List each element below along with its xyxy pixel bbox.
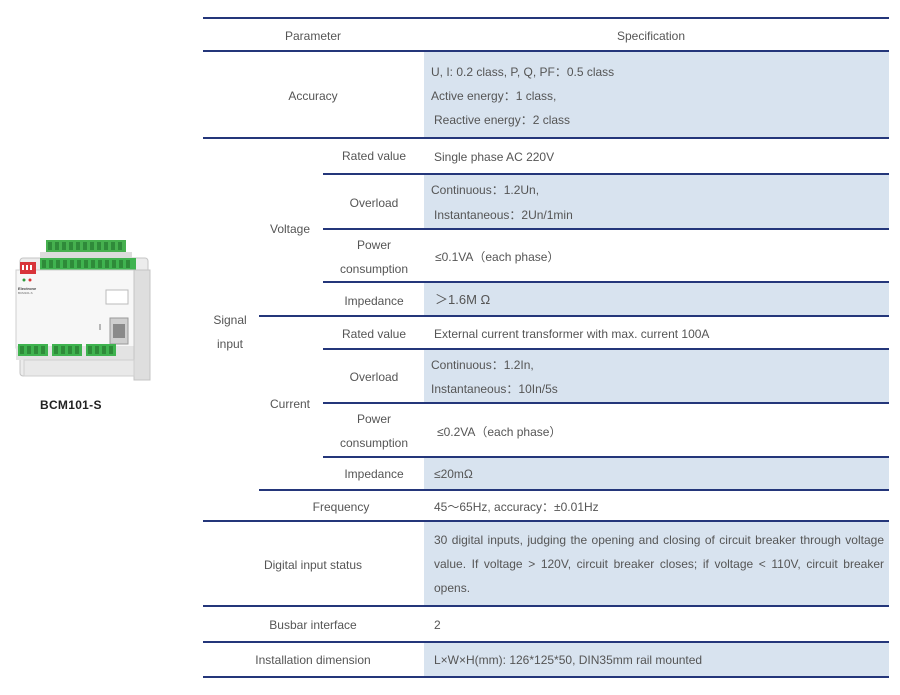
shade-current-overload [424, 350, 889, 402]
current-impedance-label: Impedance [344, 467, 404, 481]
rule-c-rated [323, 348, 889, 350]
rule-accuracy [203, 137, 889, 139]
voltage-overload-label: Overload [349, 196, 399, 210]
signal-input-label-2: input [216, 337, 244, 351]
voltage-rated-label: Rated value [341, 149, 407, 163]
current-impedance-value: ≤20mΩ [434, 467, 473, 481]
digital-input-label: Digital input status [263, 558, 363, 572]
device-brand-text: Electrone [18, 286, 37, 291]
busbar-label: Busbar interface [269, 618, 357, 632]
voltage-power-value: ≤0.1VA（each phase） [435, 250, 560, 264]
voltage-impedance-label: Impedance [344, 294, 404, 308]
rule-c-overload [323, 402, 889, 404]
accuracy-label: Accuracy [288, 89, 338, 103]
current-power-label-2: consumption [339, 436, 409, 450]
shade-installation [424, 643, 889, 676]
current-power-value: ≤0.2VA（each phase） [437, 425, 562, 439]
shade-voltage-overload [424, 175, 889, 228]
current-power-label-1: Power [356, 412, 392, 426]
digital-input-value: 30 digital inputs, judging the opening a… [434, 533, 884, 595]
current-overload-label: Overload [349, 370, 399, 384]
rule-voltage [259, 315, 889, 317]
voltage-impedance-value: ＞1.6M Ω [435, 292, 491, 307]
rule-bottom [203, 676, 889, 678]
header-parameter: Parameter [284, 29, 342, 43]
rule-digital [203, 605, 889, 607]
voltage-power-label-1: Power [356, 238, 392, 252]
rule-v-rated [323, 173, 889, 175]
rule-v-overload [323, 228, 889, 230]
accuracy-line-1: U, I: 0.2 class, P, Q, PF：0.5 class [431, 65, 615, 79]
voltage-label: Voltage [269, 222, 311, 236]
rule-header [203, 50, 889, 52]
shade-voltage-impedance [424, 283, 889, 315]
voltage-rated-value: Single phase AC 220V [434, 150, 555, 164]
signal-input-label-1: Signal [213, 313, 247, 327]
shade-current-impedance [424, 458, 889, 489]
accuracy-line-3: Reactive energy：2 class [434, 113, 571, 127]
product-caption: BCM101-S [40, 398, 102, 412]
rule-frequency [203, 520, 889, 522]
current-overload-line-1: Continuous：1.2In, [431, 358, 534, 372]
rule-busbar [203, 641, 889, 643]
installation-value: L×W×H(mm): 126*125*50, DIN35mm rail moun… [434, 653, 703, 667]
frequency-label: Frequency [312, 500, 370, 514]
installation-label: Installation dimension [255, 653, 371, 667]
header-specification: Specification [616, 29, 686, 43]
current-rated-label: Rated value [341, 327, 407, 341]
rule-v-power [323, 281, 889, 283]
frequency-value: 45～65Hz, accuracy：±0.01Hz [434, 500, 599, 514]
rule-c-power [323, 456, 889, 458]
current-overload-line-2: Instantaneous：10In/5s [431, 382, 558, 396]
shade-accuracy [424, 52, 889, 137]
accuracy-line-2: Active energy：1 class, [431, 89, 557, 103]
rule-current [259, 489, 889, 491]
device-model-text: BCM101-S [18, 291, 33, 295]
shade-digital-input [424, 522, 889, 605]
current-label: Current [269, 397, 311, 411]
rule-top [203, 17, 889, 19]
current-rated-value: External current transformer with max. c… [434, 327, 710, 341]
voltage-overload-line-2: Instantaneous：2Un/1min [434, 208, 573, 222]
voltage-power-label-2: consumption [339, 262, 409, 276]
busbar-value: 2 [434, 618, 441, 632]
voltage-overload-line-1: Continuous：1.2Un, [431, 183, 540, 197]
